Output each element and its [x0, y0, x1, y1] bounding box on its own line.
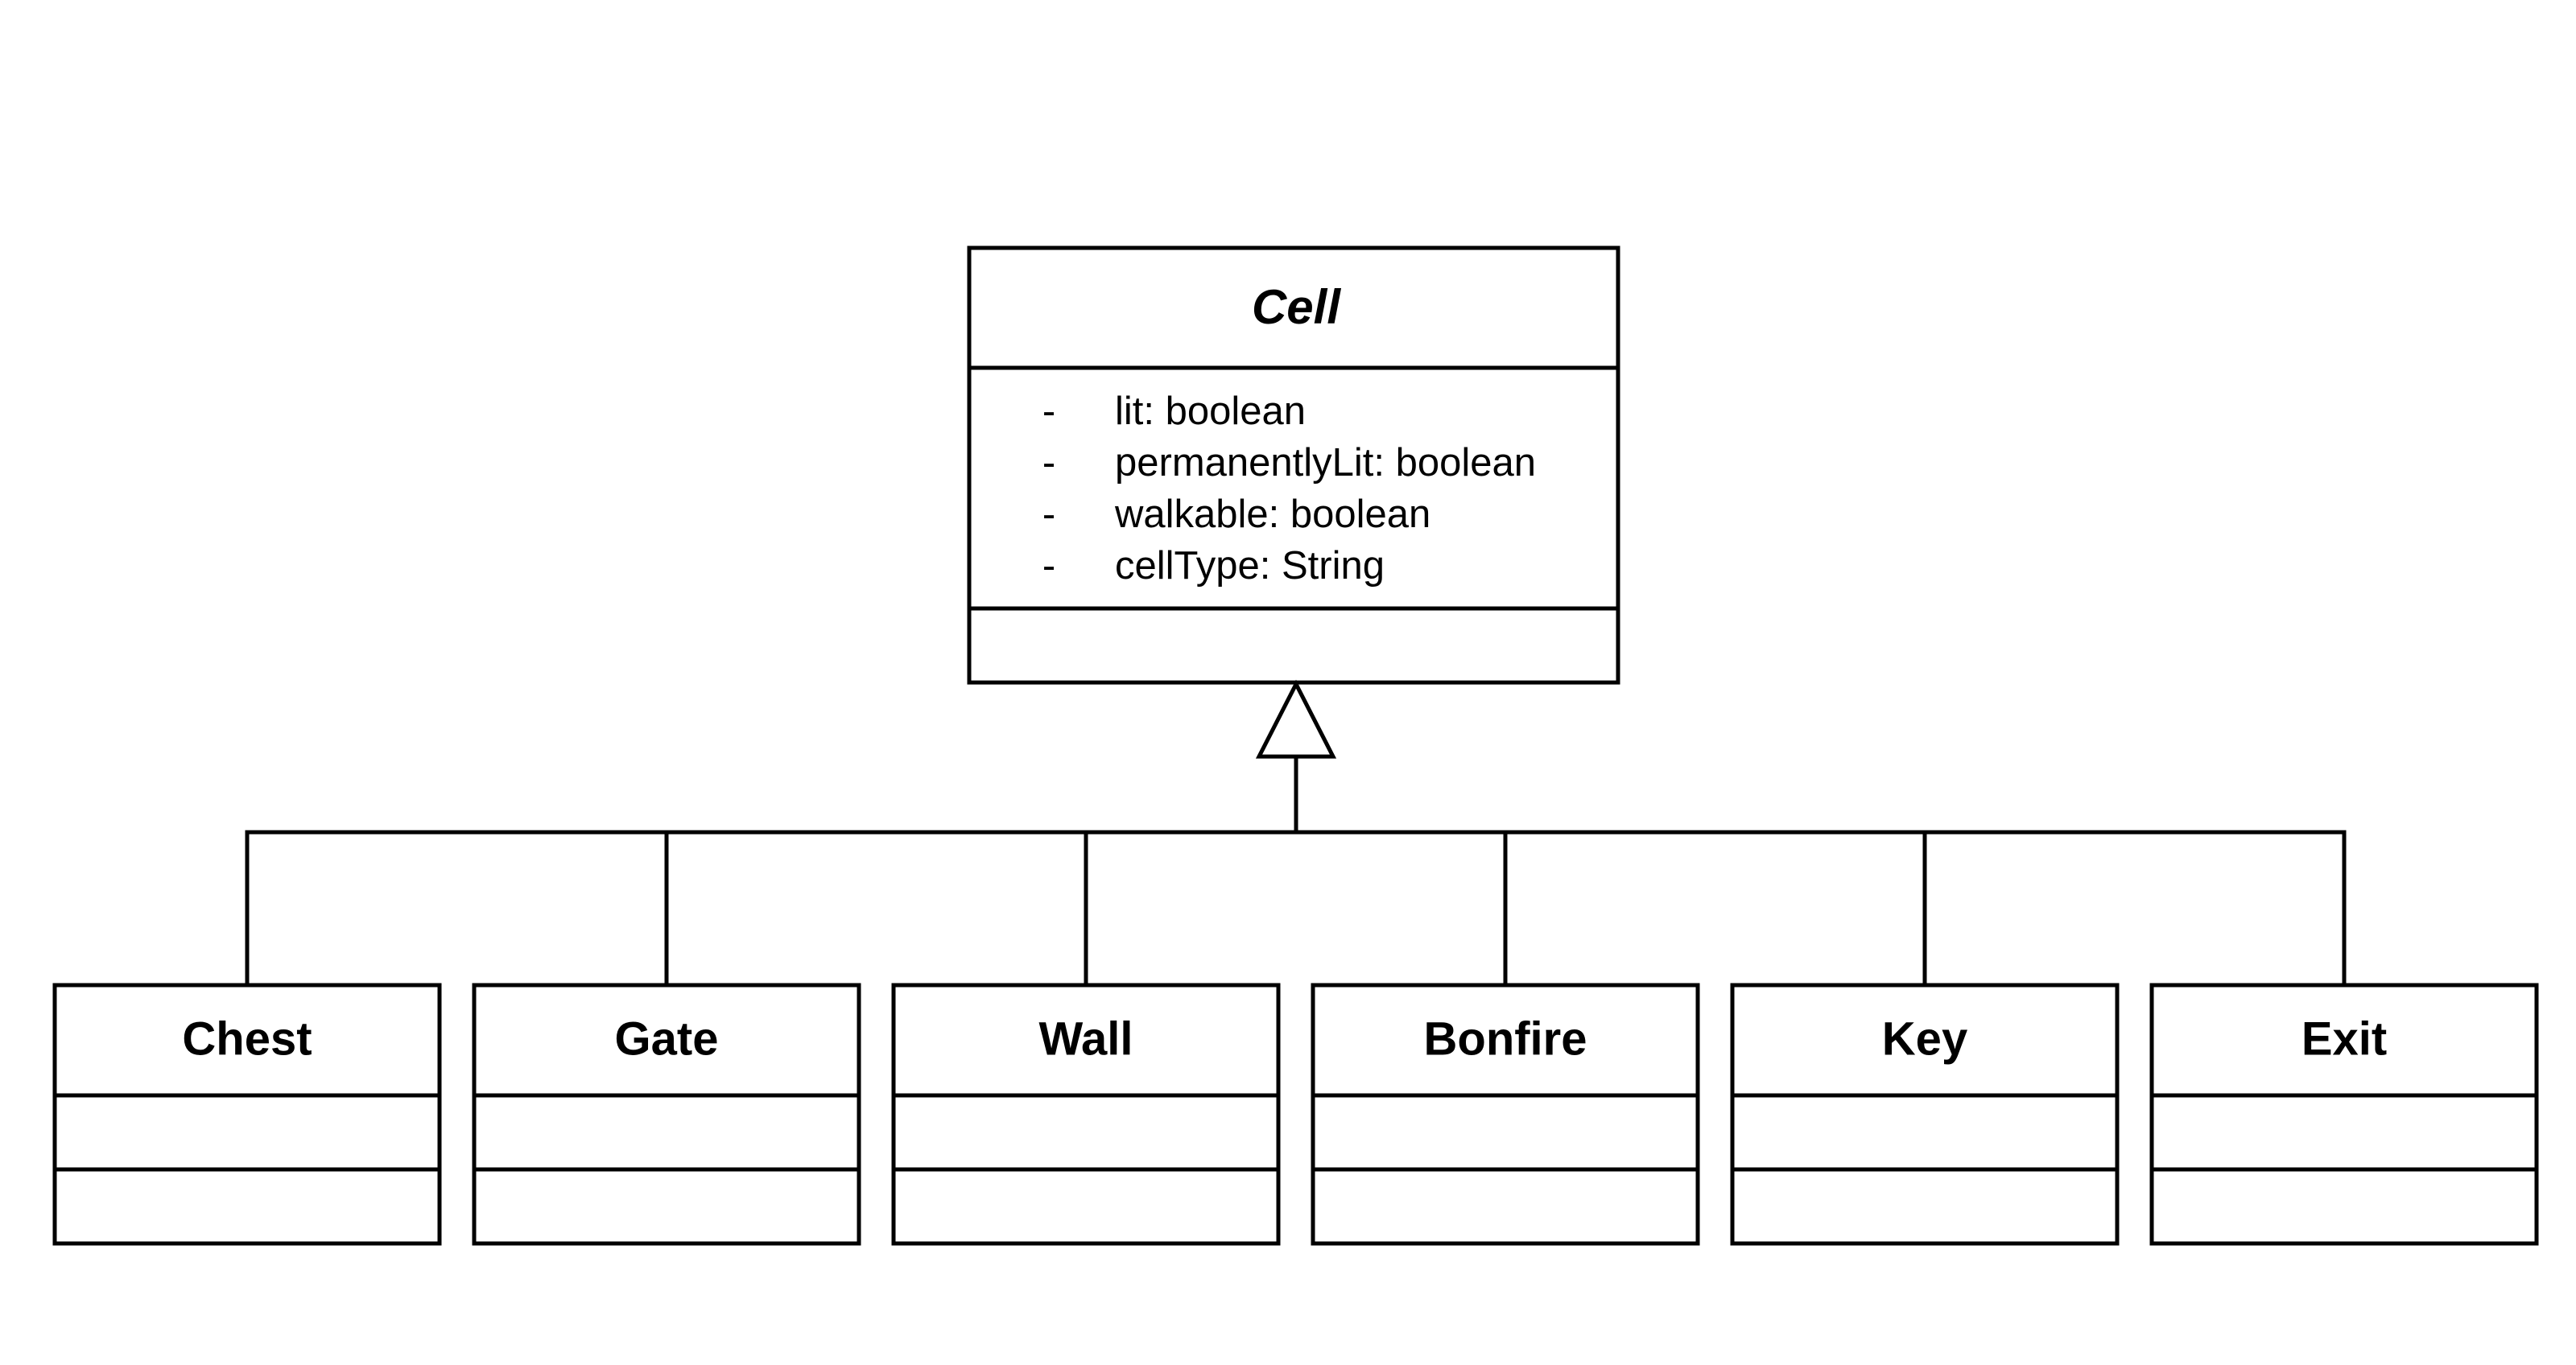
class-gate-name: Gate [615, 1012, 719, 1065]
class-gate: Gate [472, 983, 861, 1246]
class-chest-box [52, 983, 442, 1246]
class-bonfire: Bonfire [1311, 983, 1700, 1246]
class-bonfire-box [1311, 983, 1700, 1246]
attribute-visibility: - [1042, 390, 1055, 433]
class-cell-name: Cell [1252, 280, 1341, 334]
attribute-visibility: - [1042, 544, 1055, 588]
class-gate-box [472, 983, 861, 1246]
attribute-text: lit: boolean [1115, 390, 1306, 433]
class-chest-name: Chest [182, 1012, 312, 1065]
attribute-visibility: - [1042, 441, 1055, 485]
class-bonfire-name: Bonfire [1424, 1012, 1587, 1065]
class-wall-box [891, 983, 1281, 1246]
generalization-connector [245, 679, 2347, 988]
class-wall: Wall [891, 983, 1281, 1246]
class-cell: Cell - lit: boolean - permanentlyLit: bo… [967, 245, 1620, 685]
attribute-text: walkable: boolean [1114, 493, 1430, 536]
class-exit: Exit [2149, 983, 2539, 1246]
class-key: Key [1730, 983, 2120, 1246]
class-exit-name: Exit [2301, 1012, 2387, 1065]
attribute-visibility: - [1042, 493, 1055, 536]
class-key-box [1730, 983, 2120, 1246]
attribute-text: permanentlyLit: boolean [1115, 441, 1536, 485]
attribute-text: cellType: String [1115, 544, 1385, 588]
class-key-name: Key [1882, 1012, 1967, 1065]
class-wall-name: Wall [1038, 1012, 1133, 1065]
class-chest: Chest [52, 983, 442, 1246]
generalization-arrowhead [1255, 679, 1337, 759]
class-exit-box [2149, 983, 2539, 1246]
